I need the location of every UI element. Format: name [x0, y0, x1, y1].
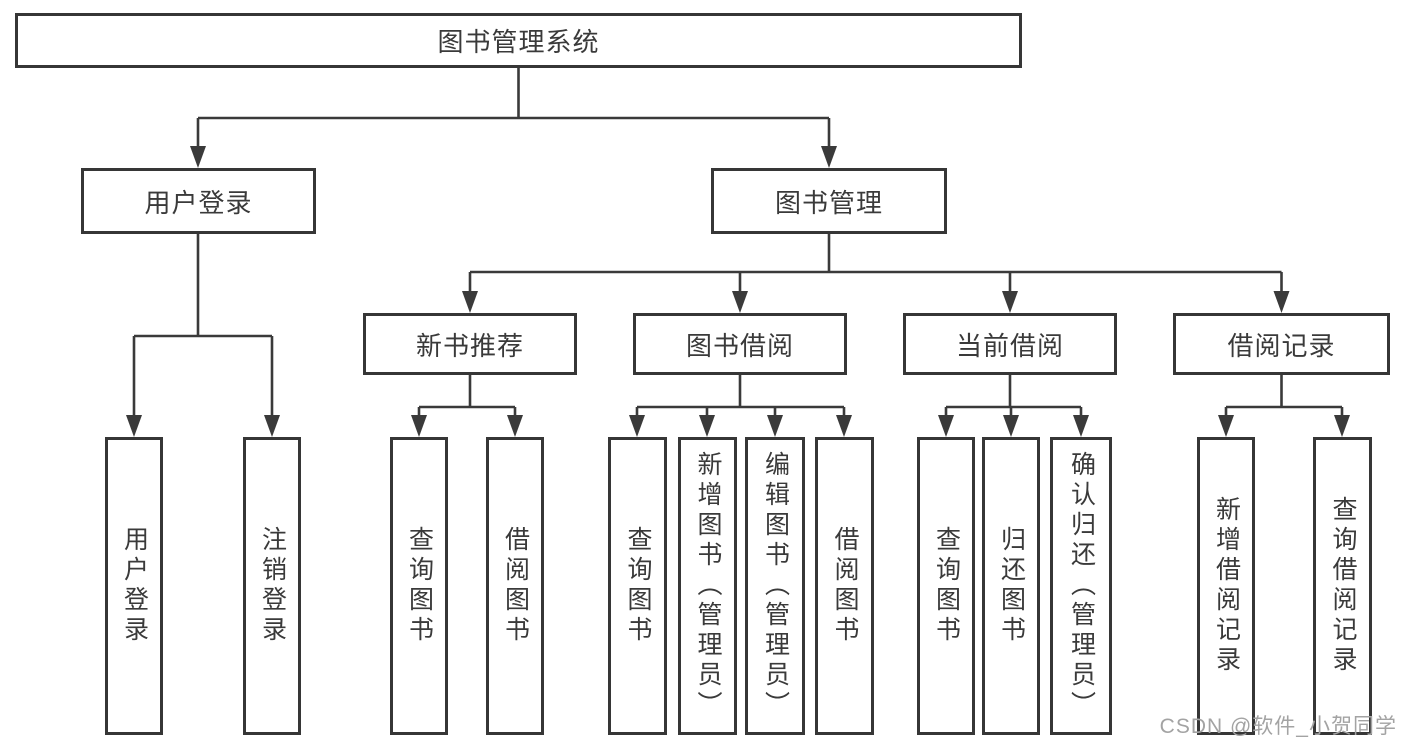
- csdn-watermark: CSDN @软件_小贺同学: [1159, 715, 1397, 738]
- leaf-label: 新增图书（管理员）: [694, 451, 722, 721]
- leaf-borrowing-query-books: 查询图书: [608, 437, 667, 735]
- arrowheads: [126, 146, 1350, 437]
- node-book-borrowing: 图书借阅: [633, 313, 847, 375]
- leaf-user-login: 用户登录: [105, 437, 163, 735]
- leaf-current-return-books: 归还图书: [982, 437, 1040, 735]
- leaf-records-add-borrow-record: 新增借阅记录: [1197, 437, 1255, 735]
- node-label: 图书借阅: [685, 330, 794, 361]
- node-label: 新书推荐: [415, 330, 524, 361]
- leaf-label: 用户登录: [120, 526, 149, 646]
- leaf-label: 归还图书: [997, 526, 1026, 646]
- leaf-label: 借阅图书: [501, 526, 530, 646]
- leaf-borrowing-borrow-books: 借阅图书: [815, 437, 874, 735]
- leaf-label: 查询图书: [405, 526, 434, 646]
- node-book-management: 图书管理: [711, 168, 947, 234]
- leaf-current-confirm-return-admin: 确认归还（管理员）: [1050, 437, 1112, 735]
- leaf-records-query-borrow-record: 查询借阅记录: [1313, 437, 1372, 735]
- leaf-label: 新增借阅记录: [1212, 496, 1241, 676]
- leaf-label: 确认归还（管理员）: [1067, 451, 1096, 721]
- node-borrowing-records: 借阅记录: [1173, 313, 1390, 375]
- node-user-login: 用户登录: [81, 168, 316, 234]
- leaf-label: 查询图书: [624, 526, 652, 646]
- leaf-logout-login: 注销登录: [243, 437, 301, 735]
- leaf-label: 借阅图书: [831, 526, 859, 646]
- leaf-recommend-query-books: 查询图书: [390, 437, 448, 735]
- node-new-book-recommendation: 新书推荐: [363, 313, 577, 375]
- leaf-label: 查询图书: [932, 526, 961, 646]
- node-label: 图书管理系统: [437, 27, 600, 57]
- node-library-management-system: 图书管理系统: [15, 13, 1022, 68]
- node-current-borrowing: 当前借阅: [903, 313, 1117, 375]
- leaf-label: 查询借阅记录: [1329, 496, 1357, 676]
- leaf-current-query-books: 查询图书: [917, 437, 975, 735]
- node-label: 借阅记录: [1227, 330, 1336, 361]
- connector-paths: [132, 68, 1344, 416]
- leaf-borrowing-add-books-admin: 新增图书（管理员）: [678, 437, 737, 735]
- leaf-recommend-borrow-books: 借阅图书: [486, 437, 544, 735]
- leaf-label: 编辑图书（管理员）: [761, 451, 790, 721]
- node-label: 当前借阅: [955, 330, 1064, 361]
- node-label: 图书管理: [774, 187, 883, 218]
- node-label: 用户登录: [144, 187, 253, 218]
- leaf-label: 注销登录: [258, 526, 287, 646]
- leaf-borrowing-edit-books-admin: 编辑图书（管理员）: [745, 437, 805, 735]
